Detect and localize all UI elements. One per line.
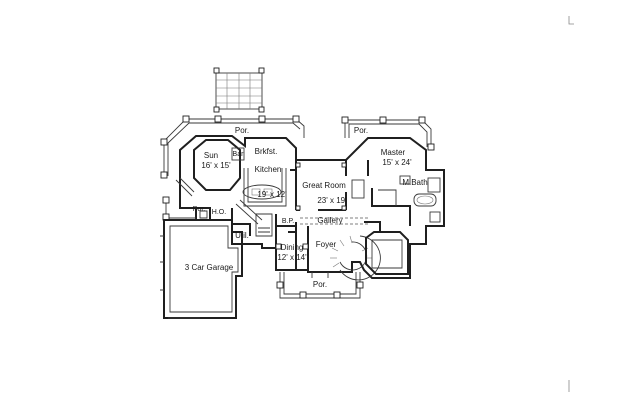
label-gallery: Gallery xyxy=(317,216,342,225)
kitchen-island xyxy=(242,184,282,200)
label-bar: Bar xyxy=(233,151,245,158)
label-foyer: Foyer xyxy=(316,240,337,249)
curved-staircase xyxy=(330,235,381,281)
rear-porch xyxy=(160,115,305,179)
label-kitchen: Kitchen xyxy=(255,165,282,174)
label-master: Master xyxy=(381,148,406,157)
master-bath-fixtures xyxy=(399,175,441,223)
label-porch-master: Por. xyxy=(354,126,368,135)
label-breakfast: Brkfst. xyxy=(255,147,278,156)
sun-room-walls xyxy=(193,139,241,191)
label-great-room-size: 23' x 19' xyxy=(317,196,347,205)
label-porch-rear: Por. xyxy=(235,126,249,135)
label-butlers-pantry: B.P. xyxy=(282,218,294,225)
exterior-wall-core xyxy=(179,135,445,279)
bar-counter xyxy=(231,147,245,161)
label-great-room: Great Room xyxy=(302,181,346,190)
interior-walls xyxy=(196,160,411,272)
kitchen-cabinets xyxy=(243,168,287,207)
label-garage: 3 Car Garage xyxy=(185,263,234,272)
label-master-bath: M.Bath xyxy=(402,178,427,187)
gallery-beam xyxy=(300,217,370,225)
front-porch xyxy=(276,272,364,299)
label-dining-size: 12' x 14' xyxy=(277,253,307,262)
rear-pergola xyxy=(213,67,265,113)
study-bay xyxy=(365,231,409,275)
label-utility: Util. xyxy=(235,231,249,240)
great-room-details xyxy=(295,162,365,211)
master-porch xyxy=(341,116,435,151)
label-master-size: 15' x 24' xyxy=(382,158,412,167)
label-home-office: H.O. xyxy=(212,209,226,216)
label-sun: Sun xyxy=(204,151,218,160)
label-sun-size: 16' x 15' xyxy=(201,161,231,170)
label-kitchen-size: 19' x 12' xyxy=(257,190,287,199)
label-porch-front: Por. xyxy=(313,280,327,289)
label-porch-side: Por. xyxy=(193,206,206,213)
label-dining: Dining xyxy=(281,243,304,252)
corner-mark-top-right xyxy=(568,16,574,25)
garage-structure xyxy=(160,219,243,319)
